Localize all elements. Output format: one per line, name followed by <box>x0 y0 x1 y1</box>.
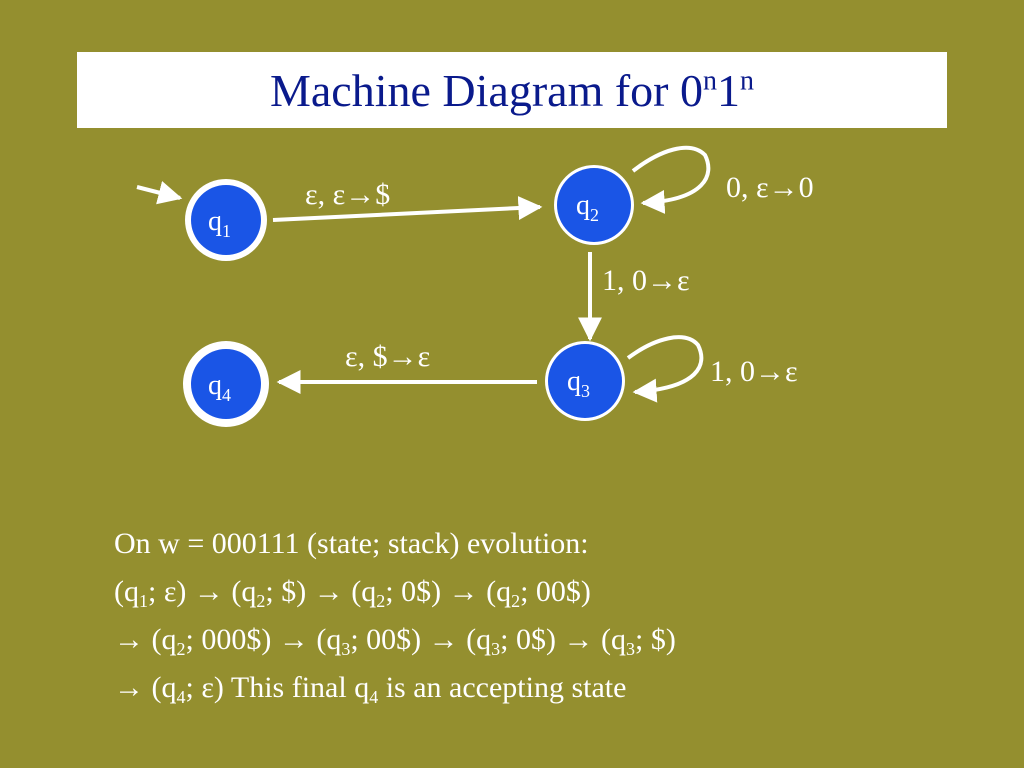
state-q3: q3 <box>545 341 625 421</box>
state-q2: q2 <box>554 165 634 245</box>
svg-text:q2: q2 <box>576 190 599 225</box>
edge-label-q1-q2: ε, ε→$ <box>305 178 390 211</box>
edge-q1-q2 <box>272 196 543 222</box>
evolution-line-1: (q1; ε) → (q2; $) → (q2; 0$) → (q2; 00$) <box>114 575 591 611</box>
title-box: Machine Diagram for 0n1n <box>77 52 947 128</box>
edge-label-q3-q4: ε, $→ε <box>345 340 430 373</box>
start-arrow <box>136 181 183 205</box>
loop-q2 <box>631 145 711 214</box>
state-q4: q4 <box>183 341 269 427</box>
edge-label-q2-q3: 1, 0→ε <box>602 264 690 297</box>
svg-text:q4: q4 <box>208 370 231 405</box>
edge-label-q3-loop: 1, 0→ε <box>710 355 798 388</box>
evolution-line-3: → (q4; ε) This final q4 is an accepting … <box>114 671 627 707</box>
state-q1: q1 <box>185 179 267 261</box>
edge-label-q2-loop: 0, ε→0 <box>726 171 814 204</box>
svg-text:q3: q3 <box>567 366 590 401</box>
svg-text:q1: q1 <box>208 206 231 241</box>
evolution-text: On w = 000111 (state; stack) evolution: … <box>114 520 676 712</box>
page-title: Machine Diagram for 0n1n <box>269 64 754 116</box>
evolution-heading: On w = 000111 (state; stack) evolution: <box>114 527 589 560</box>
evolution-line-2: → (q2; 000$) → (q3; 00$) → (q3; 0$) → (q… <box>114 623 676 659</box>
loop-q3 <box>626 335 704 403</box>
